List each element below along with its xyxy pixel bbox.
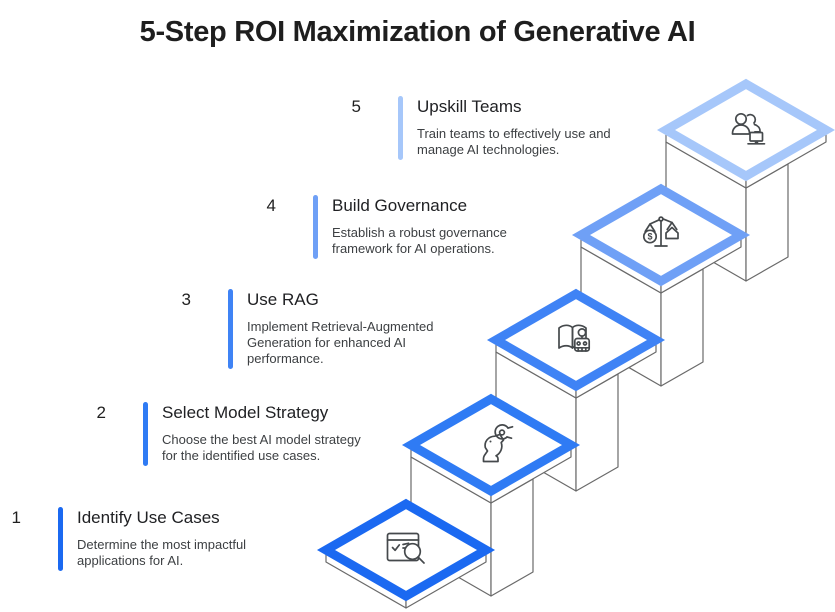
chess-knight-robot-arm-icon (482, 424, 514, 463)
robot-head (577, 328, 587, 337)
step-title: Build Governance (332, 196, 468, 215)
step-accent-bar (398, 96, 403, 160)
magnifier-lens (403, 542, 422, 561)
step-number: 4 (266, 196, 276, 215)
step-item-4: 4 Build Governance Establish a robust go… (241, 195, 584, 259)
step-content: Identify Use Cases Determine the most im… (77, 507, 329, 571)
right-strings (666, 221, 678, 231)
step-number: 5 (351, 97, 361, 116)
laptop-base (747, 141, 766, 145)
book-robot-icon (558, 324, 591, 352)
person-back (746, 113, 761, 133)
browser-search-icon (386, 532, 425, 564)
step-title: Identify Use Cases (77, 508, 220, 527)
left-strings (644, 223, 656, 233)
person-front-body (731, 124, 751, 135)
laptop-screen (749, 131, 764, 142)
step-1-platform (316, 498, 496, 609)
step-description: Choose the best AI model strategy for th… (162, 432, 361, 464)
step-item-2: 2 Select Model Strategy Choose the best … (71, 402, 414, 466)
robot-grill (573, 346, 591, 352)
team-laptop-icon (731, 112, 766, 145)
step-description: Train teams to effectively use and manag… (417, 126, 611, 158)
claw-hub (498, 429, 506, 436)
robot-claw-arc (494, 424, 509, 440)
knight-eye (489, 440, 492, 443)
step-accent-bar (313, 195, 318, 259)
scale-pivot (658, 216, 664, 222)
step-accent-bar (228, 289, 233, 369)
person-front-head (734, 112, 748, 126)
robot-eye-right (582, 341, 588, 346)
step-description: Determine the most impactful application… (77, 537, 247, 569)
step-title: Upskill Teams (417, 97, 522, 116)
step-item-3: 3 Use RAG Implement Retrieval-Augmented … (156, 289, 499, 369)
claw-prongs (506, 425, 514, 440)
dollar-sign: $ (647, 232, 652, 242)
dollar-coin (642, 229, 658, 244)
step-content: Build Governance Establish a robust gove… (332, 195, 584, 259)
step-title: Use RAG (247, 290, 319, 309)
step-description: Implement Retrieval-Augmented Generation… (247, 319, 434, 366)
scale-dollar-house-icon: $ (642, 216, 679, 247)
scale-beam (649, 217, 673, 225)
step-content: Use RAG Implement Retrieval-Augmented Ge… (247, 289, 499, 369)
step-content: Select Model Strategy Choose the best AI… (162, 402, 414, 466)
step-number: 1 (11, 508, 21, 527)
book-left-page (558, 324, 574, 349)
step-title: Select Model Strategy (162, 403, 329, 422)
robot-eye-left (576, 341, 581, 346)
step-2-diamond (401, 393, 581, 497)
scale-pole (654, 220, 668, 247)
step-item-5: 5 Upskill Teams Train teams to effective… (326, 96, 669, 160)
magnifier-handle (417, 556, 425, 564)
step-description: Establish a robust governance framework … (332, 225, 507, 257)
page-title: 5-Step ROI Maximization of Generative AI (139, 16, 696, 48)
step-accent-bar (143, 402, 148, 466)
house-shape (665, 226, 679, 240)
step-number: 3 (181, 290, 191, 309)
step-item-1: 1 Identify Use Cases Determine the most … (0, 507, 329, 571)
step-accent-bar (58, 507, 63, 571)
checkmark (391, 544, 401, 552)
step-number: 2 (96, 403, 106, 422)
step-content: Upskill Teams Train teams to effectively… (417, 96, 669, 160)
